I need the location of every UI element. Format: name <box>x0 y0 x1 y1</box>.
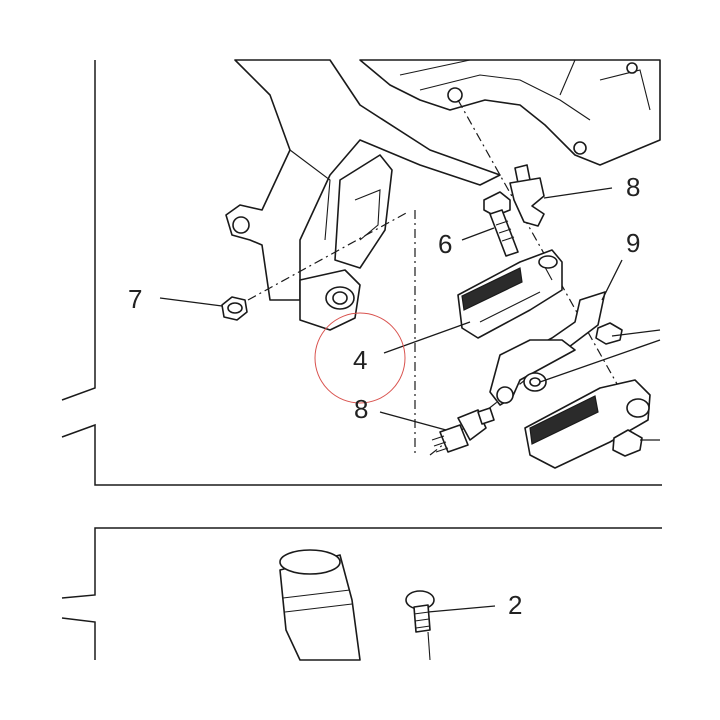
engine-mount-component <box>359 59 661 166</box>
callout-8-lower: 8 <box>354 394 368 424</box>
frame-bracket <box>225 59 501 331</box>
lower-panel-border <box>61 527 662 660</box>
part-4-upper-bracket <box>457 249 563 339</box>
callout-7: 7 <box>128 284 142 314</box>
callout-9: 9 <box>626 228 640 258</box>
callout-6: 6 <box>438 229 452 259</box>
callout-8-upper: 8 <box>626 172 640 202</box>
part-6-bolt <box>483 191 519 257</box>
part-2-screw <box>405 590 435 661</box>
lower-bracket <box>524 379 651 469</box>
washer <box>523 372 547 392</box>
upper-panel-border <box>61 60 662 486</box>
highlight-circle <box>314 312 406 404</box>
exhaust-pipe <box>279 549 361 661</box>
leader-lines <box>159 187 661 613</box>
small-nut-right <box>595 322 623 345</box>
callout-4: 4 <box>353 345 367 375</box>
part-8-upper-rubber-mount <box>509 164 545 227</box>
part-8-lower-rubber-mount <box>431 407 495 453</box>
part-7-flange-nut <box>221 296 248 321</box>
callout-2: 2 <box>508 590 522 620</box>
